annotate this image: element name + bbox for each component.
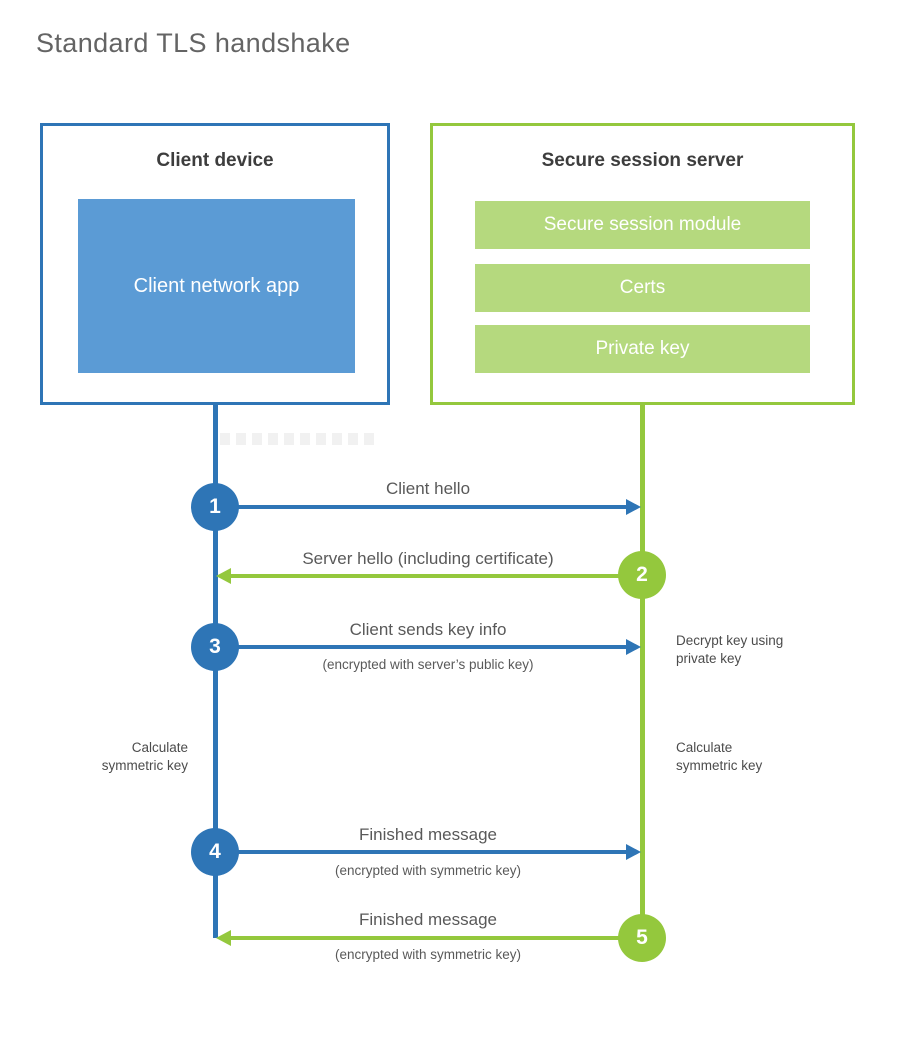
message-label-step-5: Finished message: [359, 910, 497, 929]
note-calculate-symmetric-key-client: Calculate symmetric key: [60, 739, 188, 774]
note-decrypt-key-line-2: private key: [676, 650, 742, 666]
server-module-certs: Certs: [475, 264, 810, 312]
arrow-head-left-icon: [216, 568, 231, 584]
secure-session-server-title: Secure session server: [541, 150, 744, 171]
client-network-app-box: Client network app: [78, 199, 355, 373]
server-lifeline: [640, 405, 645, 938]
client-device-title: Client device: [156, 150, 274, 171]
arrow-head-right-icon: [626, 844, 641, 860]
page-title: Standard TLS handshake: [36, 28, 351, 58]
message-label-step-2: Server hello (including certificate): [302, 549, 554, 568]
step-circle-5: 5: [618, 914, 666, 962]
note-calc-client-line-2: symmetric key: [101, 757, 188, 773]
message-sublabel-step-3: (encrypted with server’s public key): [322, 657, 534, 672]
faint-dashed-line: [220, 433, 380, 445]
note-calc-client-line-1: Calculate: [131, 740, 188, 755]
arrow-line-step-3: [217, 645, 627, 649]
arrow-line-step-4: [217, 850, 627, 854]
server-module-private-key: Private key: [475, 325, 810, 373]
message-label-step-3: Client sends key info: [349, 620, 507, 639]
step-circle-3: 3: [191, 623, 239, 671]
note-calculate-symmetric-key-server: Calculate symmetric key: [676, 739, 762, 774]
message-label-step-4: Finished message: [359, 825, 497, 844]
arrow-line-step-1: [215, 505, 627, 509]
arrow-line-step-2: [231, 574, 642, 578]
arrow-head-left-icon: [216, 930, 231, 946]
message-sublabel-step-5: (encrypted with symmetric key): [334, 947, 522, 962]
step-circle-1: 1: [191, 483, 239, 531]
arrow-line-step-5: [231, 936, 642, 940]
message-label-step-1: Client hello: [385, 479, 471, 498]
note-decrypt-key: Decrypt key using private key: [676, 632, 783, 667]
server-module-secure-session-module: Secure session module: [475, 201, 810, 249]
note-calc-server-line-2: symmetric key: [676, 757, 763, 773]
step-circle-4: 4: [191, 828, 239, 876]
message-sublabel-step-4: (encrypted with symmetric key): [334, 863, 522, 878]
note-calc-server-line-1: Calculate: [676, 740, 733, 755]
client-lifeline: [213, 405, 218, 938]
arrow-head-right-icon: [626, 499, 641, 515]
arrow-head-right-icon: [626, 639, 641, 655]
step-circle-2: 2: [618, 551, 666, 599]
note-decrypt-key-line-1: Decrypt key using: [676, 633, 784, 648]
